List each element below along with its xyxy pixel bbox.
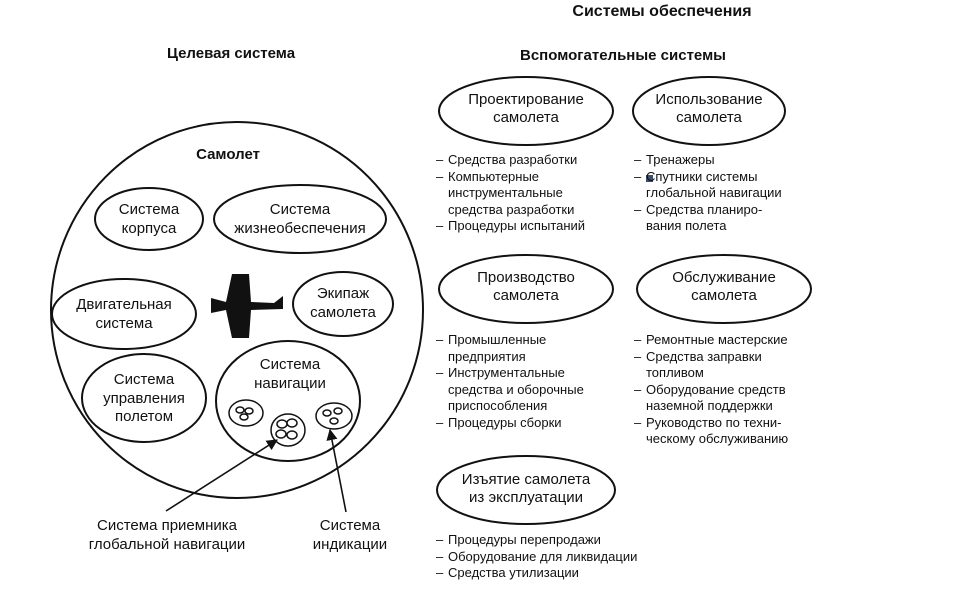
maintenance-oval: [636, 254, 812, 324]
support-systems-title: Вспомогательные системы: [520, 47, 726, 64]
crew-oval: [292, 271, 394, 337]
disposal-items: Процедуры перепродажи Оборудование для л…: [436, 532, 637, 582]
production-oval: [438, 254, 614, 324]
target-system-title: Целевая система: [166, 45, 296, 62]
gps-receiver-arrow: [165, 439, 278, 512]
production-label: Производство самолета: [477, 269, 575, 304]
propulsion-label: Двигательная система: [76, 296, 172, 332]
list-item: Средства заправки: [634, 349, 788, 366]
navigation-components: [228, 399, 353, 447]
list-item: Спутники системы: [634, 169, 782, 186]
list-item: Оборудование средств: [634, 382, 788, 399]
nav-component-gps: [270, 413, 306, 447]
list-item: Оборудование для ликвидации: [436, 549, 637, 566]
airframe-oval: [94, 187, 204, 251]
design-label: Проектирование самолета: [468, 91, 584, 126]
list-item: Компьютерные: [436, 169, 585, 186]
airframe-label: Система корпуса: [118, 201, 180, 237]
maintenance-label: Обслуживание самолета: [672, 269, 776, 304]
nav-component-1: [228, 399, 264, 427]
list-item: Процедуры перепродажи: [436, 532, 637, 549]
use-oval: [632, 76, 786, 146]
maintenance-items: Ремонтные мастерские Средства заправки т…: [634, 332, 788, 448]
list-item: Инструментальные: [436, 365, 584, 382]
list-item: Процедуры сборки: [436, 415, 584, 432]
disposal-oval: [436, 455, 616, 525]
aircraft-circle: [50, 121, 424, 499]
list-item: Средства разработки: [436, 152, 585, 169]
use-label: Использование самолета: [655, 91, 763, 126]
aircraft-title: Самолет: [196, 146, 260, 163]
list-item: Руководство по техни-: [634, 415, 788, 432]
gps-receiver-callout: Система приемника глобальной навигации: [88, 517, 246, 553]
display-arrow: [326, 428, 347, 513]
flight-control-label: Система управления полетом: [103, 371, 185, 425]
list-item: Тренажеры: [634, 152, 782, 169]
list-item: Ремонтные мастерские: [634, 332, 788, 349]
navigation-label: Система навигации: [254, 356, 326, 392]
list-item: Средства планиро-: [634, 202, 782, 219]
disposal-label: Изъятие самолета из эксплуатации: [461, 471, 591, 506]
crew-label: Экипаж самолета: [310, 285, 376, 321]
display-callout: Система индикации: [312, 517, 388, 553]
list-item: Промышленные: [436, 332, 584, 349]
life-support-label: Система жизнеобеспечения: [234, 201, 366, 237]
design-items: Средства разработки Компьютерные инструм…: [436, 152, 585, 235]
list-item: Средства утилизации: [436, 565, 637, 582]
navigation-oval: [215, 340, 361, 462]
use-items: Тренажеры Спутники системы глобальной на…: [634, 152, 782, 235]
design-oval: [438, 76, 614, 146]
propulsion-oval: [51, 278, 197, 350]
airplane-icon: [211, 274, 283, 338]
nav-component-display: [315, 402, 353, 430]
list-item: Процедуры испытаний: [436, 218, 585, 235]
production-items: Промышленные предприятия Инструментальны…: [436, 332, 584, 431]
life-support-oval: [213, 184, 387, 254]
flight-control-oval: [81, 353, 207, 443]
page-heading: Системы обеспечения: [572, 3, 752, 20]
